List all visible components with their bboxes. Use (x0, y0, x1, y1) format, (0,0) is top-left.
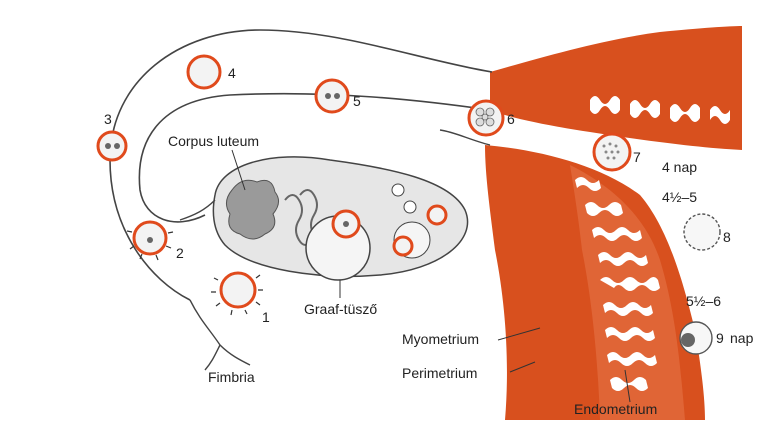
label-graaf: Graaf-tüsző (304, 301, 377, 317)
stage-ovary-follicle-b (426, 204, 448, 226)
stage-number-3: 3 (104, 111, 112, 127)
stage-5-cell (314, 78, 350, 114)
ovary-ligament (179, 199, 216, 221)
corpus-luteum-structure (226, 179, 279, 240)
uterine-tube-outer (109, 29, 493, 301)
day-label-5-6: 5½–6 (686, 293, 721, 309)
corpus-luteum-wavy (284, 189, 318, 246)
stage-9-embryo-mass (681, 333, 695, 347)
stage-number-5: 5 (353, 93, 361, 109)
follicle-small-a (391, 183, 405, 197)
corona-spikes (126, 230, 263, 316)
day-label-4-5: 4½–5 (662, 189, 697, 205)
endometrium-glands-upper (590, 96, 730, 124)
uterine-tube-inner (138, 92, 491, 223)
label-myometrium: Myometrium (402, 331, 479, 347)
endometrium-glands-lower (575, 177, 660, 391)
uterine-tube-lower (439, 129, 491, 146)
stage-4-cell (186, 54, 222, 90)
stage-7-texture (602, 142, 620, 160)
stage-number-4: 4 (228, 65, 236, 81)
label-fimbria: Fimbria (208, 369, 255, 385)
follicle-small-b (403, 200, 417, 214)
cell-contents (105, 93, 349, 243)
stage-number-8: 8 (723, 229, 731, 245)
stage-ovary-follicle-c (392, 235, 414, 257)
day-label-4: 4 nap (662, 159, 697, 175)
leader-lines (231, 149, 631, 403)
day-label-9: nap (730, 330, 754, 346)
stage-number-9: 9 (716, 330, 724, 346)
stage-3-cell (96, 130, 128, 162)
stage-number-1: 1 (262, 309, 270, 325)
label-perimetrium: Perimetrium (402, 365, 477, 381)
stage-number-2: 2 (176, 245, 184, 261)
stage-1-cell (219, 271, 257, 309)
label-corpus-luteum: Corpus luteum (168, 133, 259, 149)
stage-number-7: 7 (633, 149, 641, 165)
label-endometrium: Endometrium (574, 401, 657, 417)
fimbria-shape (189, 299, 251, 371)
stage-number-6: 6 (507, 111, 515, 127)
uterus-upper-wall (490, 26, 742, 150)
morula (475, 107, 495, 127)
stage-8-blastocyst (683, 213, 721, 251)
